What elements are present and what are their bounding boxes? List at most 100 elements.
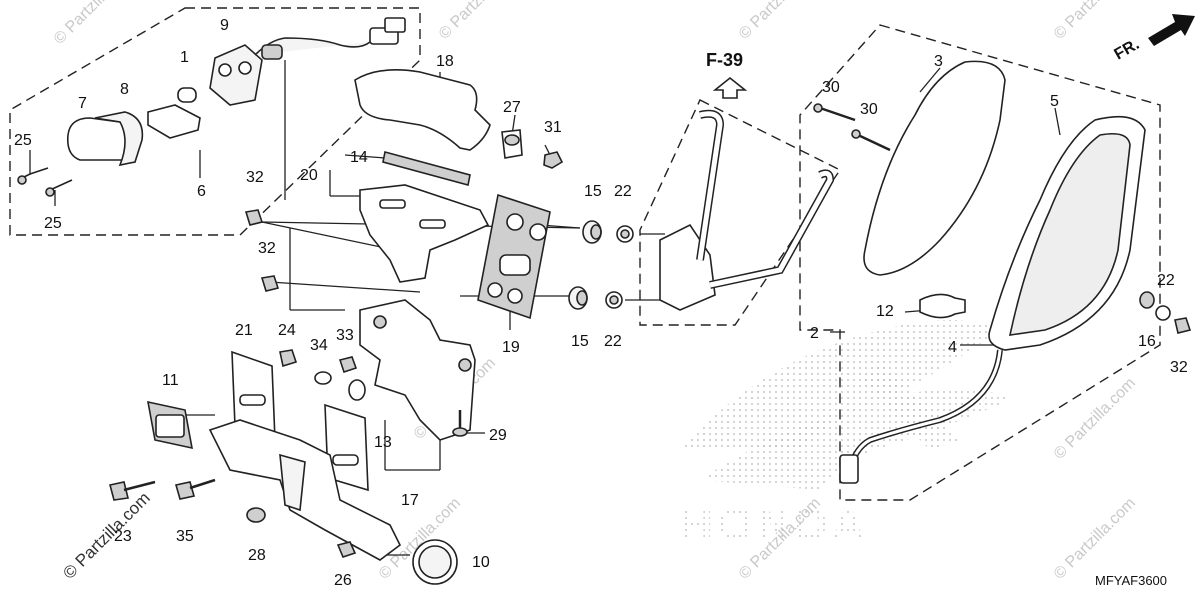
part-lens-seal [147, 104, 201, 139]
callout-4: 4 [948, 339, 957, 356]
callout-26: 26 [334, 572, 352, 589]
callout-32-right: 32 [1170, 359, 1188, 376]
callout-29: 29 [489, 427, 507, 444]
watermark-text: © Partzilla.com [59, 488, 153, 582]
part-16-grommet [1139, 291, 1155, 309]
group-outline-f39 [639, 99, 842, 326]
part-27-clip [501, 129, 523, 159]
section-ref-label: F-39 [706, 50, 743, 70]
part-8-gasket [94, 111, 144, 167]
part-collar [348, 379, 366, 401]
callout-23: 23 [114, 528, 132, 545]
part-30-screws [813, 103, 891, 152]
part-32-nut-mid [260, 275, 280, 292]
callout-5: 5 [1050, 93, 1059, 110]
part-31-nut [543, 151, 564, 169]
part-10-reflector [412, 539, 458, 585]
callout-21: 21 [235, 322, 253, 339]
callout-22-upper: 22 [614, 183, 632, 200]
part-plate-holder [208, 419, 402, 561]
watermark-text: © Partzilla.com [1051, 375, 1139, 463]
callout-24: 24 [278, 322, 296, 339]
callout-11: 11 [162, 372, 179, 389]
callouts: 1 2 3 4 5 6 7 8 9 10 11 12 13 14 15 15 1… [14, 17, 1188, 589]
part-34-washer [314, 371, 332, 385]
front-direction-indicator: FR. [1112, 14, 1195, 64]
part-23-bolt [109, 480, 156, 501]
watermark-text: © Partzilla.com [436, 0, 524, 43]
part-4-socket-wire [839, 349, 1003, 484]
watermark-text: © Partzilla.com [736, 0, 824, 43]
part-29-bolt [452, 410, 468, 437]
part-25-screws [17, 167, 73, 197]
direction-label: FR. [1112, 36, 1143, 64]
part-3-lens [863, 60, 1006, 276]
callout-18: 18 [436, 53, 454, 70]
part-12-bulb [919, 293, 966, 319]
part-26-nut [336, 541, 357, 558]
part-33-nut [338, 356, 358, 374]
watermark-text: © Partzilla.com [1051, 495, 1139, 583]
part-18-cover [354, 68, 491, 151]
callout-9: 9 [220, 17, 229, 34]
callout-22-right: 22 [1157, 272, 1175, 289]
callout-28: 28 [248, 547, 266, 564]
callout-6: 6 [197, 183, 206, 200]
callout-10: 10 [472, 554, 490, 571]
part-5-housing [988, 115, 1146, 351]
callout-32-mid: 32 [258, 240, 276, 257]
part-17-plate-bracket-right [324, 403, 369, 492]
callout-31: 31 [544, 119, 562, 136]
callout-22-lower: 22 [604, 333, 622, 350]
callout-30-lower: 30 [860, 101, 878, 118]
callout-30-upper: 30 [822, 79, 840, 96]
part-22-collar-lower [605, 291, 623, 309]
honda-wing-logo: HONDA [680, 320, 1010, 550]
group-outline-2 [799, 24, 1161, 501]
diagram-code: MFYAF3600 [1095, 573, 1167, 588]
part-15-grommet-lower [568, 286, 588, 310]
callout-1: 1 [180, 49, 189, 66]
part-32-nut-right [1174, 317, 1192, 334]
part-22-collar-upper [616, 225, 634, 243]
callout-15-upper: 15 [584, 183, 602, 200]
part-24-bolt [279, 349, 298, 368]
part-14-strip [382, 151, 471, 186]
group-outline-6 [9, 7, 421, 236]
part-9-socket-harness [209, 17, 406, 106]
callout-16: 16 [1138, 333, 1156, 350]
callout-20: 20 [300, 167, 318, 184]
callout-3: 3 [934, 53, 943, 70]
callout-17: 17 [401, 492, 419, 509]
part-15-grommet-upper [582, 220, 602, 244]
arrow-right-icon [1148, 14, 1195, 46]
part-35-bolt [174, 478, 216, 500]
callout-15-lower: 15 [571, 333, 589, 350]
frame-bracket [659, 109, 835, 311]
callout-27: 27 [503, 99, 521, 116]
part-19-plate [477, 193, 551, 320]
callout-19: 19 [502, 339, 520, 356]
callout-14: 14 [350, 149, 368, 166]
callout-25-upper: 25 [14, 132, 32, 149]
part-13-fender-stay [359, 299, 476, 441]
callout-33: 33 [336, 327, 354, 344]
callout-34: 34 [310, 337, 328, 354]
callout-7: 7 [78, 95, 87, 112]
callout-35: 35 [176, 528, 194, 545]
part-1-bulb [177, 87, 197, 103]
part-22-collar-right [1155, 305, 1171, 321]
callout-2: 2 [810, 325, 819, 342]
watermark-text: © Partzilla.com [51, 0, 139, 48]
watermark-text: © Partzilla.com [1051, 0, 1139, 43]
part-20-bracket [359, 184, 490, 283]
part-28-grommet [246, 507, 266, 523]
callout-13: 13 [374, 434, 392, 451]
part-32-nut-upper [244, 209, 264, 226]
callout-12: 12 [876, 303, 894, 320]
callout-32-upper: 32 [246, 169, 264, 186]
part-11-license-light [146, 400, 194, 450]
f39-arrow-icon [712, 76, 748, 99]
